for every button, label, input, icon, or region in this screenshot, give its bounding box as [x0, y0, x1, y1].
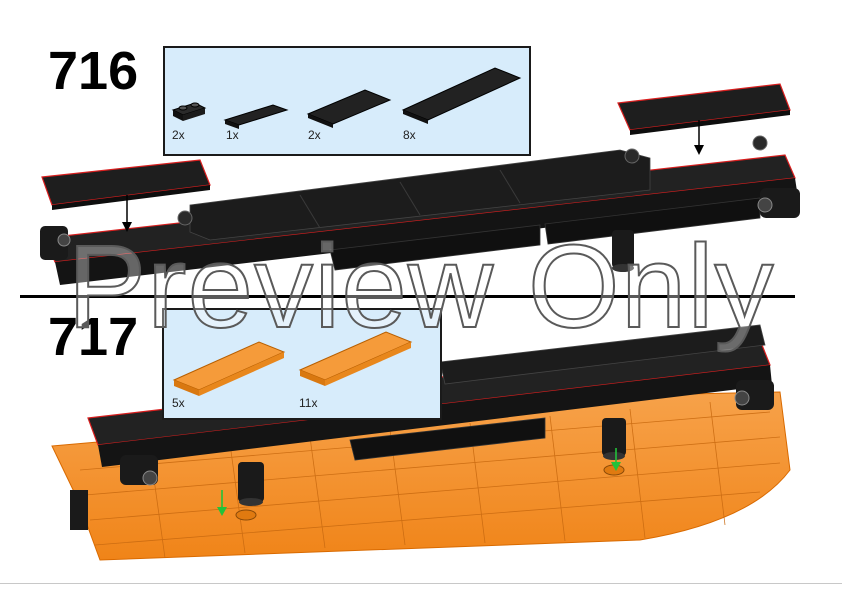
part-qty: 2x — [308, 128, 321, 142]
tile-2x4-icon — [306, 89, 392, 128]
tile-2x6-icon — [401, 67, 522, 124]
parts-list-717-icons — [172, 331, 413, 396]
part-qty: 8x — [403, 128, 416, 142]
part-qty: 1x — [226, 128, 239, 142]
parts-list-step-717: 5x 11x — [162, 308, 442, 420]
step-716-model — [40, 83, 800, 285]
parts-list-716-icons — [171, 67, 522, 129]
tile-2x4-orange-icon — [298, 331, 413, 386]
step-number-717: 717 — [48, 307, 139, 367]
tile-1x4-icon — [223, 104, 289, 129]
part-qty: 5x — [172, 396, 185, 410]
part-qty: 2x — [172, 128, 185, 142]
step-divider — [20, 295, 795, 298]
parts-list-step-716: 2x 1x 2x 8x — [163, 46, 531, 156]
part-qty: 11x — [299, 396, 318, 410]
step-number-716: 716 — [48, 41, 139, 101]
preview-watermark: Preview Only — [66, 221, 775, 353]
tile-2x4-orange-icon — [172, 341, 286, 396]
page-bottom-rule — [0, 583, 842, 584]
plate-1x2-with-studs-icon — [171, 102, 207, 121]
